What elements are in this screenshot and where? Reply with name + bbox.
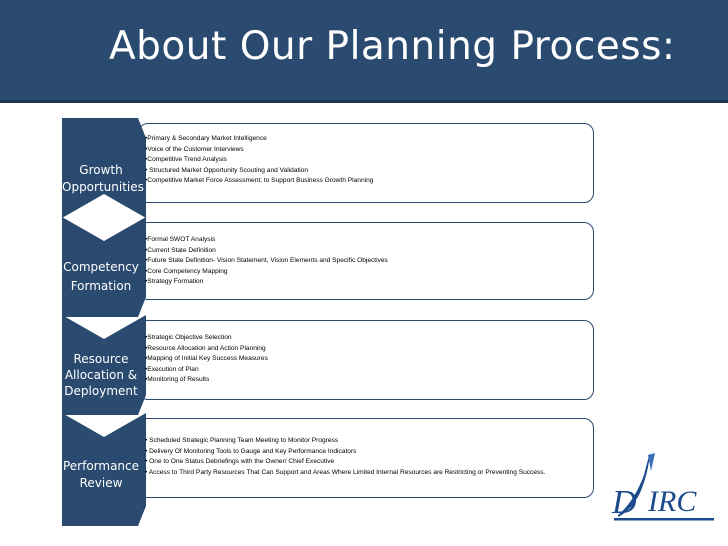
bullet: •Resource Allocation and Action Planning [145, 344, 266, 352]
step-3-chevron [0, 315, 146, 415]
bullet: • Delivery Of Monitoring Tools to Gauge … [145, 447, 357, 455]
bullet: •Strategy Formation [145, 278, 204, 285]
page-title: About Our Planning Process: [109, 24, 676, 69]
bullet: •Competitive Trend Analysis [145, 156, 227, 163]
bullet: •Core Competency Mapping [145, 267, 228, 275]
step-4-detail-box [138, 418, 594, 498]
bullet: •Primary & Secondary Market Intelligence [145, 135, 267, 142]
step-2-label: Competency Formation [63, 260, 139, 293]
step-4-bullets: • Scheduled Strategic Planning Team Meet… [145, 436, 545, 478]
bullet: • Scheduled Strategic Planning Team Meet… [145, 437, 339, 444]
step-3-bullets: •Strategic Objective Selection •Resource… [145, 333, 268, 386]
step-1-label: Growth Opportunities [62, 163, 144, 194]
step-2-bullets: •Formal SWOT Analysis •Current State Def… [145, 235, 388, 288]
title-banner: About Our Planning Process: [0, 0, 728, 103]
bullet: •Monitoring of Results [145, 376, 210, 383]
dirc-logo: D IRC [608, 451, 720, 527]
bullet: •Competitive Market Force Assessment; to… [145, 177, 374, 184]
step-2-chevron [0, 217, 146, 317]
bullet: • One to One Status Debriefings with the… [145, 458, 335, 465]
bullet: •Strategic Objective Selection [145, 334, 232, 341]
step-4-chevron [0, 413, 146, 526]
step-1-chevron [0, 118, 146, 218]
step-3-label: Resource Allocation & Deployment [64, 352, 138, 398]
logo-irc-text: IRC [647, 485, 697, 518]
bullet: • Access to Third Party Resources That C… [145, 468, 546, 476]
bullet: •Future State Definition- Vision Stateme… [145, 257, 388, 264]
bullet: •Execution of Plan [145, 365, 199, 373]
bullet: •Current State Definition [145, 246, 216, 254]
step-1-detail-box [138, 123, 594, 203]
step-3-detail-box [138, 320, 594, 400]
logo-d-text: D [611, 484, 637, 521]
bullet: •Mapping of Initial Key Success Measures [145, 355, 268, 362]
bullet: •Voice of the Customer Interviews [145, 145, 244, 153]
bullet: • Structured Market Opportunity Scouting… [145, 166, 309, 174]
step-4-label: Performance Review [62, 459, 140, 490]
step-1-bullets: •Primary & Secondary Market Intelligence… [145, 134, 373, 187]
bullet: •Formal SWOT Analysis [145, 236, 216, 243]
step-2-detail-box [138, 222, 594, 300]
